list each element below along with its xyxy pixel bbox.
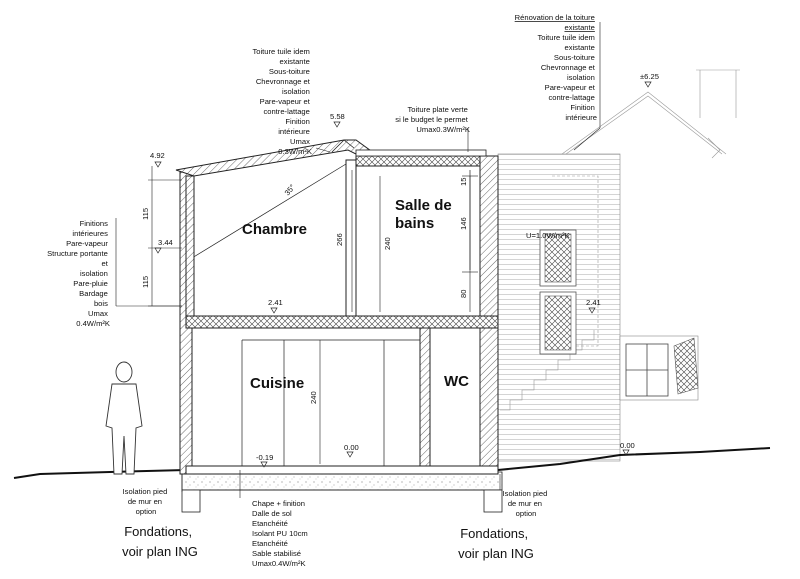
room-salle-de-bains: Salle de bains xyxy=(395,197,456,232)
note-finitions: Finitions intérieures Pare-vapeur Struct… xyxy=(47,219,110,328)
dim-80: 80 xyxy=(459,290,468,298)
dim-266: 266 xyxy=(335,233,344,246)
level-markers xyxy=(154,81,652,468)
ground-line xyxy=(13,447,771,479)
room-wc: WC xyxy=(444,373,469,390)
new-building-section xyxy=(175,139,499,475)
dim-15: 15 xyxy=(459,178,468,186)
level-6-25: ±6.25 xyxy=(640,72,659,81)
level-2-41-left: 2.41 xyxy=(268,298,283,307)
note-toiture-left: Toiture tuile idem existante Sous-toitur… xyxy=(252,47,312,156)
window-upper xyxy=(539,229,577,287)
note-toiture-plate: Toiture plate verte si le budget le perm… xyxy=(395,105,470,134)
foundations-left: Fondations, voir plan ING xyxy=(122,524,198,559)
existing-house xyxy=(497,69,740,462)
note-dalle: Chape + finition Dalle de sol Etanchéité… xyxy=(252,499,310,568)
dim-240-upper: 240 xyxy=(383,237,392,250)
dim-115-top: 115 xyxy=(141,208,150,220)
dim-240-lower: 240 xyxy=(309,391,318,404)
foundation-slab xyxy=(181,471,503,513)
level-0-00-outside: 0.00 xyxy=(620,441,635,450)
kitchen-cabinets xyxy=(241,339,420,466)
dim-115-bottom: 115 xyxy=(141,276,150,288)
note-isolation-left: Isolation pied de mur en option xyxy=(123,487,170,516)
room-cuisine: Cuisine xyxy=(250,375,304,392)
room-chambre: Chambre xyxy=(242,221,307,238)
window-lower xyxy=(539,291,577,355)
level-0-00-inside: 0.00 xyxy=(344,443,359,452)
level-3-44: 3.44 xyxy=(158,238,173,247)
foundations-right: Fondations, voir plan ING xyxy=(458,526,534,561)
level-minus-0-19: -0.19 xyxy=(256,453,273,462)
person-silhouette xyxy=(105,361,143,475)
level-4-92: 4.92 xyxy=(150,151,165,160)
level-5-58: 5.58 xyxy=(330,112,345,121)
note-u-window: U=1.0W/m²K xyxy=(526,231,570,240)
leader-lines xyxy=(115,22,601,498)
dim-146: 146 xyxy=(459,217,468,230)
level-2-41-right: 2.41 xyxy=(586,298,601,307)
note-renovation: Rénovation de la toiture existante Toitu… xyxy=(515,13,597,122)
note-isolation-right: Isolation pied de mur en option xyxy=(503,489,550,518)
